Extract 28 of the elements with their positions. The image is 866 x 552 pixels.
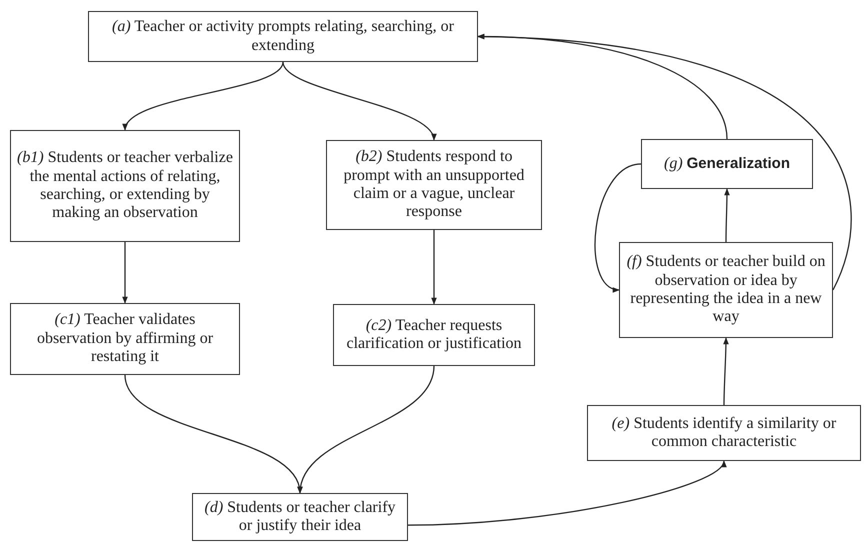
arrow: [594, 163, 642, 291]
process-box: [641, 139, 813, 189]
arrow: [724, 188, 730, 242]
arrow: [723, 337, 729, 405]
arrow: [298, 366, 435, 494]
process-box: [10, 130, 240, 242]
box-text: (d) Students or teacher clarify or justify their idea: [203, 498, 397, 536]
box-text: (c2) Teacher requests clarification or justification: [345, 316, 523, 354]
box-text: (b2) Students respond to prompt with an unsupported claim or a vague, unclear response: [342, 148, 526, 222]
arrow: [431, 230, 437, 305]
arrow: [408, 460, 725, 526]
box-text: (c1) Teacher validates observation by affirming or restating it: [36, 311, 214, 367]
box-text: (a) Teacher or activity prompts relating, searching, or extending: [110, 18, 455, 55]
arrow: [122, 242, 128, 304]
process-box: [192, 493, 408, 541]
box-text: (b1) Students or teacher verbalize the mental actions of relating, searching, or extending by making an observation: [17, 149, 233, 223]
arrow: [477, 34, 852, 290]
arrow: [282, 62, 435, 141]
process-box: [88, 11, 478, 62]
process-box: [619, 242, 833, 338]
process-box: [10, 303, 240, 375]
process-box: [333, 304, 535, 366]
process-box: [326, 140, 542, 230]
box-text: (e) Students identify a similarity or common characteristic: [610, 414, 838, 452]
box-text: (g) Generalization: [664, 154, 790, 174]
arrow: [124, 62, 284, 131]
process-box: [587, 405, 861, 461]
box-text: (f) Students or teacher build on observation or idea by representing the idea in a new way: [626, 253, 826, 327]
